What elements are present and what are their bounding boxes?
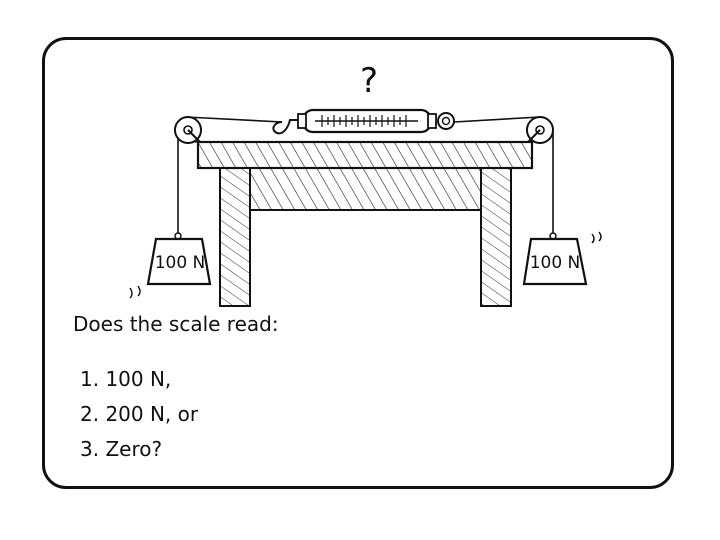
- right-weight-label: 100 N: [530, 253, 581, 273]
- right-weight: 100 N: [522, 231, 602, 286]
- table-right-leg: [480, 167, 512, 307]
- left-weight-label: 100 N: [155, 253, 206, 273]
- table-apron: [249, 167, 482, 211]
- table-left-leg: [219, 167, 251, 307]
- leg-outline-detail: [219, 168, 512, 306]
- option-3: 3. Zero?: [80, 437, 163, 461]
- option-1: 1. 100 N,: [80, 367, 172, 391]
- question-text: Does the scale read:: [73, 312, 279, 336]
- right-pulley: [526, 116, 554, 144]
- string: [177, 116, 554, 236]
- option-2: 2. 200 N, or: [80, 402, 199, 426]
- tabletop: [196, 140, 534, 170]
- left-weight: 100 N: [129, 232, 212, 299]
- left-pulley: [174, 116, 202, 144]
- spring-scale: [272, 108, 455, 135]
- question-mark: ?: [360, 61, 378, 101]
- answer-options: 1. 100 N, 2. 200 N, or 3. Zero?: [80, 364, 198, 469]
